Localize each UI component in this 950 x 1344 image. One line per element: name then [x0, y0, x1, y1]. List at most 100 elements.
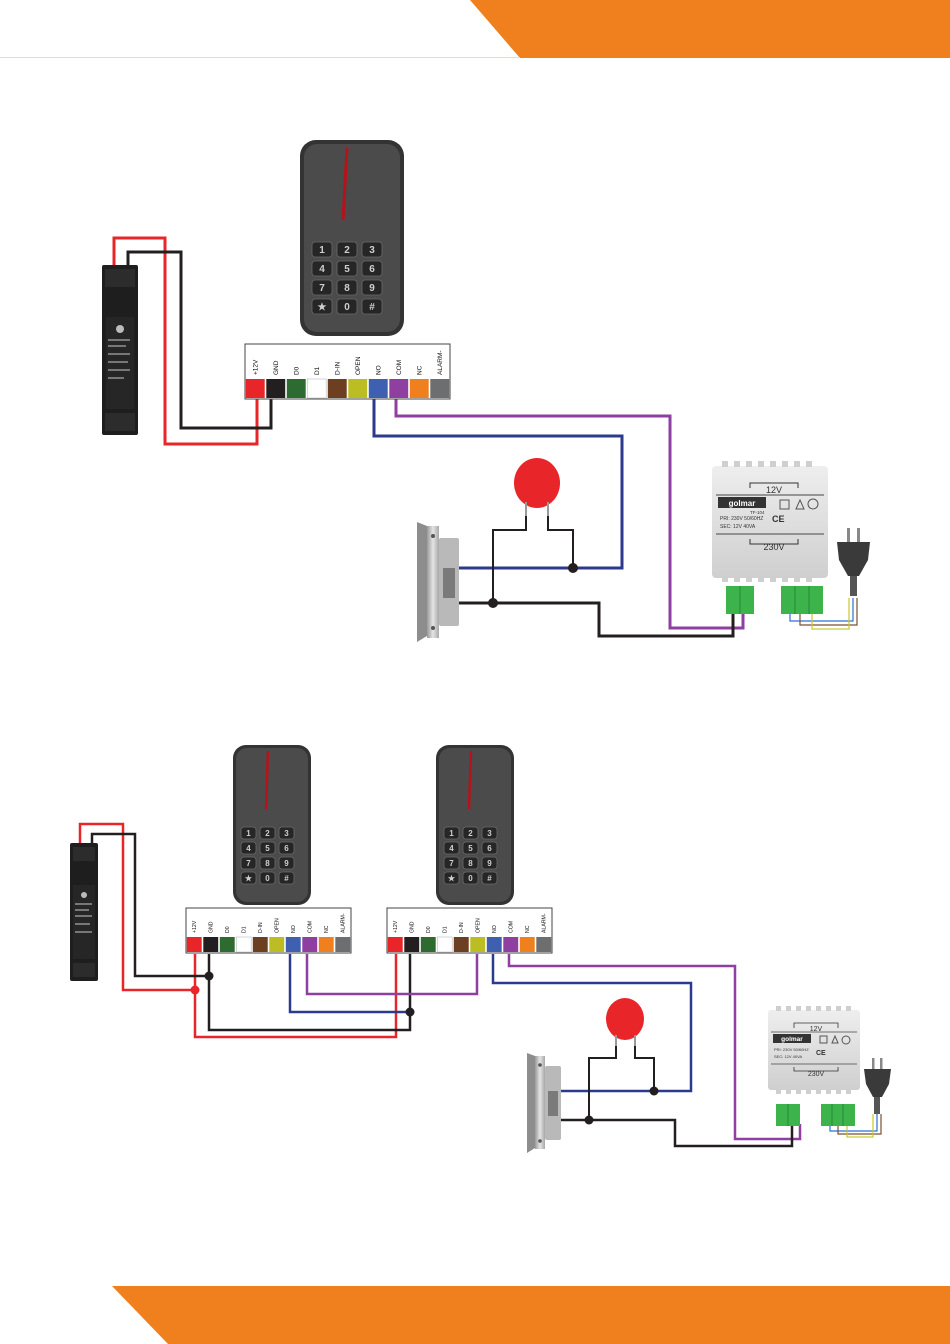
mains-wire-blue	[789, 598, 854, 622]
terminal-no	[285, 937, 301, 952]
wire-red-12v	[112, 236, 259, 446]
terminal-label: GND	[409, 921, 415, 933]
terminal-nc	[318, 937, 334, 952]
terminal-label: +12V	[192, 920, 198, 933]
junction-dot	[190, 985, 200, 995]
terminal-d1	[306, 378, 327, 399]
keypad-key	[336, 260, 358, 277]
transformer-primary: PRI: 230V 50/60HZ	[720, 516, 763, 522]
keypad-key	[361, 260, 383, 277]
keypad-key-label: 5	[344, 264, 350, 275]
keypad-key-label: ★	[245, 874, 253, 883]
wire-purple-com-2	[507, 954, 802, 1141]
varistor-lead-left	[588, 1046, 617, 1120]
terminal-label: ALARM-	[437, 350, 444, 375]
mains-wire-blue	[829, 1114, 878, 1132]
keypad-key-label: 5	[265, 844, 270, 853]
keypad-key	[481, 856, 498, 870]
transformer-icon: 12V golmar PRI: 230V 50/60HZ SEC: 12V 40…	[768, 1006, 860, 1094]
keypad-key-label: #	[284, 874, 289, 883]
terminal-12v	[186, 937, 202, 952]
keypad-key-label: 7	[246, 859, 251, 868]
terminal-din	[327, 379, 347, 398]
keypad-key	[462, 871, 479, 885]
terminal-label: D1	[442, 926, 448, 933]
terminal-label: D-IN	[459, 922, 465, 933]
keypad-key-label: 3	[284, 829, 289, 838]
keypad-key	[443, 841, 460, 855]
keypad-key	[443, 826, 460, 840]
varistor-lead-right	[547, 516, 574, 568]
terminal-label: ALARM-	[541, 913, 547, 933]
terminal-label: OPEN	[355, 356, 362, 375]
mains-plug-icon	[837, 528, 870, 596]
keypad-key	[462, 826, 479, 840]
keypad-key-label: 5	[468, 844, 473, 853]
keypad-key-label: 9	[369, 283, 375, 294]
wire-black-gnd	[126, 250, 273, 430]
terminal-label: GND	[273, 360, 280, 375]
wire-blue-no	[372, 398, 624, 570]
keypad-key	[259, 826, 276, 840]
mains-plug-icon	[864, 1058, 891, 1114]
terminal-label: COM	[508, 921, 514, 933]
ce-mark: CE	[772, 514, 785, 524]
transformer-output-voltage: 12V	[810, 1026, 823, 1033]
terminal-label: ALARM-	[340, 913, 346, 933]
transformer-brand: golmar	[781, 1036, 803, 1043]
terminal-d0	[219, 937, 235, 952]
keypad-key-label: 9	[284, 859, 289, 868]
transformer-primary: PRI: 230V 50/60HZ	[774, 1047, 809, 1052]
terminal-label: D0	[426, 926, 432, 933]
keypad-key	[240, 826, 257, 840]
keypad-key-label: 4	[319, 264, 325, 275]
keypad-key-label: 2	[344, 245, 350, 256]
terminal-12v	[387, 937, 403, 952]
keypad-key-label: #	[487, 874, 492, 883]
keypad-key-label: 4	[246, 844, 251, 853]
terminal-label: OPEN	[475, 918, 481, 933]
keypad-key	[240, 856, 257, 870]
terminal-label: GND	[208, 921, 214, 933]
keypad-key	[336, 241, 358, 258]
keypad-key-label: ★	[318, 302, 327, 313]
top-accent-bar	[470, 0, 950, 58]
keypad-key-label: 7	[319, 283, 325, 294]
wire-red-12v	[78, 822, 195, 992]
terminal-open	[269, 937, 285, 952]
terminal-label: OPEN	[274, 918, 280, 933]
wire-blue-no-2	[491, 954, 693, 1093]
terminal-gnd	[404, 937, 420, 952]
terminal-gnd	[203, 937, 219, 952]
terminal-label: D1	[314, 366, 321, 375]
terminal-d1	[436, 936, 453, 953]
keypad-key-label: 2	[265, 829, 270, 838]
keypad-key-label: 3	[487, 829, 492, 838]
terminal-label: D1	[241, 926, 247, 933]
mains-wire-yellow	[811, 598, 850, 630]
varistor-lead-left	[492, 516, 527, 603]
transformer-model: TF-104	[750, 510, 765, 515]
keypad-key-label: 3	[369, 245, 375, 256]
keypad-key	[481, 841, 498, 855]
mains-wire-brown	[799, 598, 858, 626]
terminal-label: NC	[324, 925, 330, 933]
junction-dot	[405, 1007, 415, 1017]
keypad-key-label: 4	[449, 844, 454, 853]
terminal-label: D-IN	[334, 361, 341, 375]
keypad-key	[311, 279, 333, 296]
transformer-icon: 12V golmar TF-104 PRI: 230V 50/60HZ SEC:…	[712, 461, 828, 582]
terminal-label: COM	[307, 921, 313, 933]
terminal-label: NC	[416, 365, 423, 375]
terminal-gnd	[266, 379, 286, 398]
junction-dot	[584, 1115, 594, 1125]
keypad-key-label: 9	[487, 859, 492, 868]
keypad-key	[240, 841, 257, 855]
keypad-key-label: 0	[344, 302, 350, 313]
keypad-key-label: 6	[487, 844, 492, 853]
electric-strike-icon	[527, 1053, 561, 1153]
terminal-nc	[519, 937, 535, 952]
